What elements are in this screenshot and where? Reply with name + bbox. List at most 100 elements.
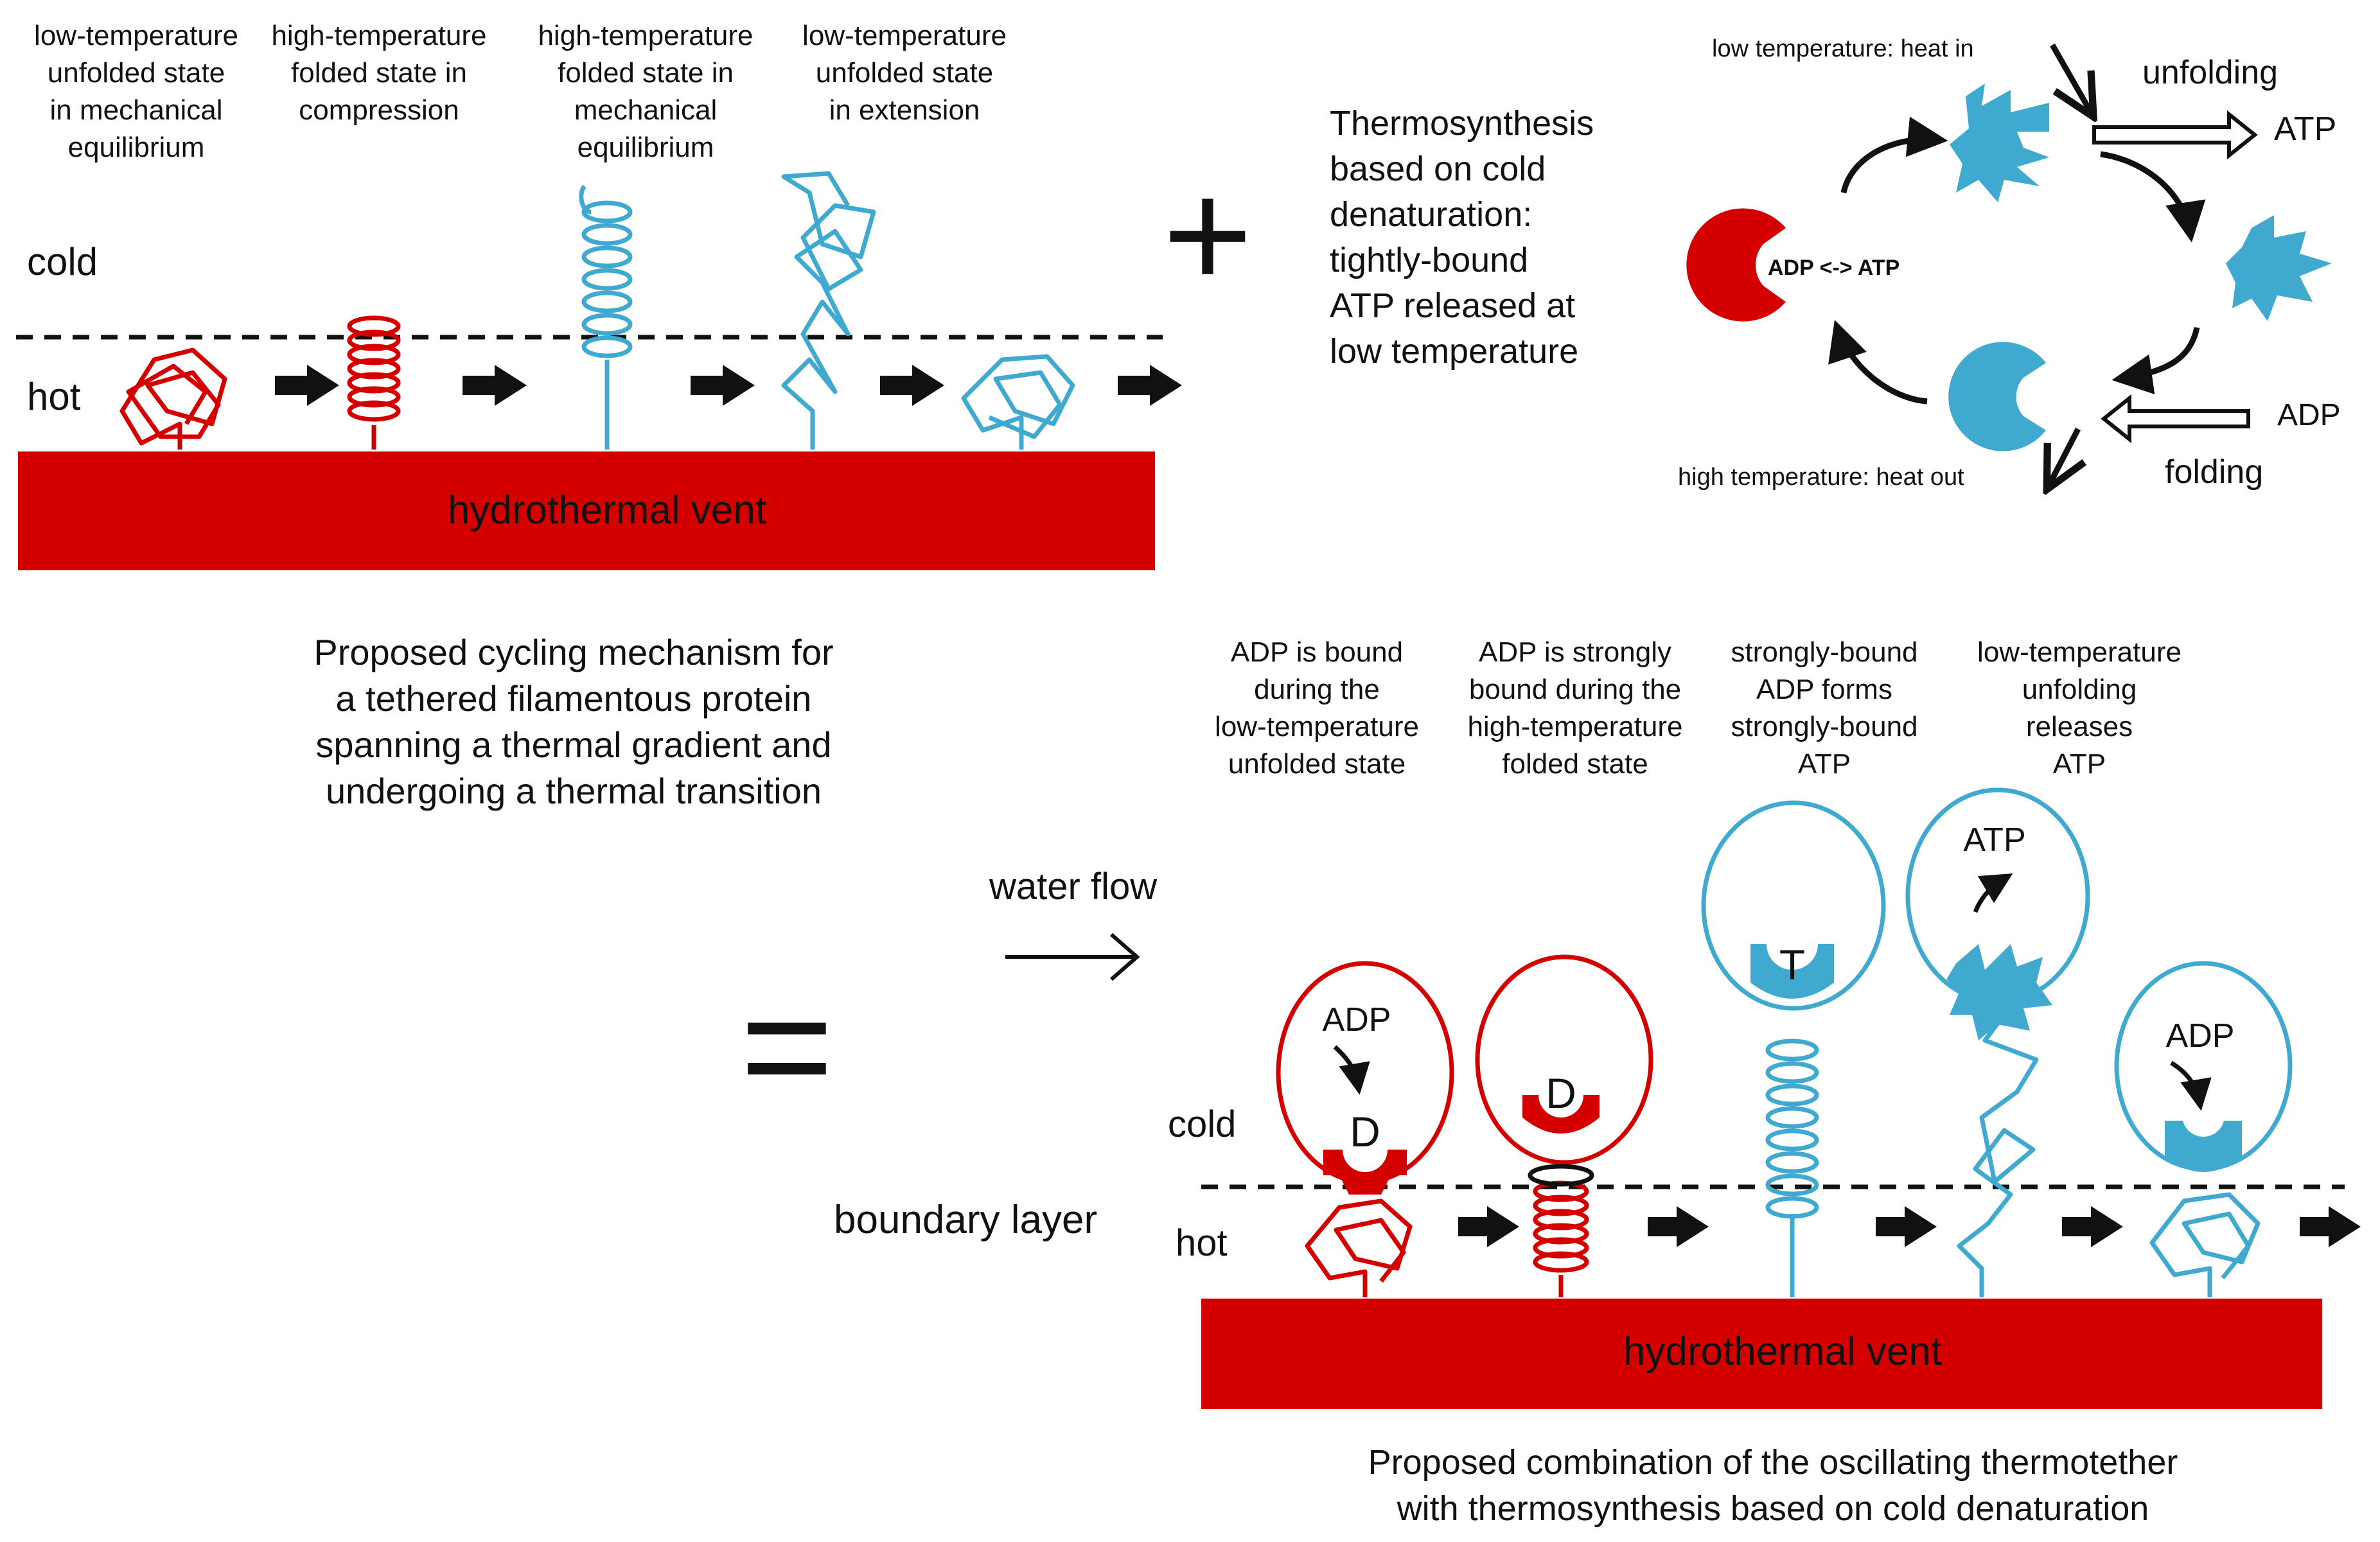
text-line: based on cold (1330, 150, 1546, 188)
unfolded-enzyme-top-icon (1950, 83, 2049, 202)
atp-release-arrow-icon (1973, 873, 2013, 913)
anchor-ring (1528, 1164, 1594, 1187)
cycle-arrow-icon (1828, 320, 1928, 405)
text-line: low temperature (1330, 332, 1578, 371)
text-line: equilibrium (68, 132, 205, 163)
text-line: mechanical (574, 94, 718, 126)
cycle-arrow-icon (1840, 116, 1948, 194)
center-label: ADP <-> ATP (1768, 256, 1900, 280)
bubble-text-adp-2: ADP (2166, 1017, 2235, 1055)
adp-label: ADP (2277, 398, 2341, 432)
extended-protein-blue (781, 171, 876, 450)
unfolded-protein-red (119, 347, 227, 450)
top-panel: low-temperature unfolded state in mechanic… (16, 20, 1253, 811)
equals-sign: = (740, 956, 834, 1135)
atp-label: ATP (2274, 110, 2336, 148)
text-line: Proposed cycling mechanism for (313, 632, 833, 672)
adp-bind-arrow-icon (2101, 394, 2250, 444)
text-line: equilibrium (577, 132, 714, 163)
text-line: unfolded state (1228, 748, 1406, 780)
text-line: ATP (1798, 748, 1851, 780)
binding-site-base (1339, 1175, 1391, 1195)
text-line: folded state in (291, 57, 467, 89)
text-line: low-temperature (802, 20, 1007, 51)
hydrothermal-vent (1201, 1299, 2322, 1409)
text-line: low-temperature (1215, 711, 1419, 742)
text-line: ADP is bound (1231, 636, 1403, 668)
text-line: a tethered filamentous protein (336, 678, 812, 719)
state-label-2: high-temperature folded state in compressi… (271, 20, 486, 126)
arrow-icon (1876, 1206, 1937, 1247)
text-line: low-temperature (1977, 636, 2182, 668)
unfolded-protein-red (1305, 1198, 1413, 1297)
text-line: compression (299, 94, 459, 126)
text-line: tightly-bound (1330, 241, 1528, 279)
bubble-2 (1475, 954, 1653, 1165)
bubble-text-d-2: D (1546, 1069, 1576, 1117)
text-line: Proposed combination of the oscillating … (1368, 1443, 2178, 1482)
water-flow-label: water flow (989, 866, 1158, 907)
adp-binding-arrow-icon (2170, 1060, 2212, 1111)
bubble-text-atp: ATP (1963, 821, 2025, 859)
text-line: ATP released at (1330, 286, 1575, 325)
arrow-icon (1118, 365, 1182, 406)
bubble-arrows (1333, 873, 2212, 1111)
text-line: high-temperature (538, 20, 753, 51)
arrow-icon (275, 365, 339, 406)
atp-release-arrow-icon (2092, 110, 2258, 160)
text-line: bound during the (1469, 674, 1681, 705)
unfolded-enzyme-icon (1946, 944, 2052, 1040)
folded-coil-blue (579, 184, 633, 450)
hot-label: hot (1176, 1222, 1228, 1264)
enzyme-red-icon (1686, 208, 1786, 322)
arrow-icon (880, 365, 944, 406)
unfolded-enzyme-right-icon (2226, 215, 2332, 321)
binding-site-blue-icon (1750, 944, 1834, 999)
text-line: folded state (1502, 748, 1648, 780)
cold-label: cold (1168, 1103, 1236, 1145)
folding-label: folding (2165, 453, 2263, 491)
hydrothermal-vent (18, 451, 1155, 570)
arrow-icon (463, 365, 527, 406)
binding-site-red-icon (1323, 1150, 1407, 1175)
text-line: high-temperature (271, 20, 486, 51)
cycle-arrow-icon (2100, 151, 2206, 243)
state-label-3: high-temperature folded state in mechanica… (538, 20, 753, 163)
text-line: during the (1254, 674, 1380, 705)
text-line: in extension (829, 94, 980, 126)
text-line: ATP (2053, 748, 2106, 780)
text-line: Thermosynthesis (1330, 104, 1594, 143)
hot-label: hot (27, 375, 81, 418)
water-flow-arrow-icon (1005, 933, 1140, 981)
unfolded-protein-blue (2149, 1192, 2261, 1297)
binding-site-blue-icon (2165, 1121, 2242, 1172)
cycle-arrow-icon (2111, 327, 2200, 395)
arrow-icon (691, 365, 755, 406)
text-line: unfolding (2022, 674, 2137, 705)
bubble-text-d-1: D (1350, 1108, 1380, 1155)
text-line: spanning a thermal gradient and (315, 724, 831, 765)
plus-sign: + (1163, 148, 1253, 320)
text-line: high-temperature (1467, 711, 1682, 742)
vent-label: hydrothermal vent (1623, 1329, 1942, 1374)
folded-coil-blue (1765, 1038, 1819, 1297)
bubble-text-t: T (1779, 941, 1805, 988)
text-line: ADP forms (1756, 674, 1892, 705)
text-line: unfolded state (48, 57, 225, 89)
top-caption: Proposed cycling mechanism for a tethered… (313, 632, 833, 811)
step-label-1: ADP is bound during the low-temperature unf… (1215, 636, 1419, 780)
cycle-arrows (1828, 43, 2206, 485)
text-line: with thermosynthesis based on cold denat… (1397, 1489, 2149, 1528)
arrow-icon (2300, 1206, 2361, 1247)
bottom-caption: Proposed combination of the oscillating … (1368, 1443, 2178, 1528)
heat-in-arrow-icon (2050, 43, 2091, 112)
low-temp-label: low temperature: heat in (1712, 35, 1974, 62)
text-line: in mechanical (49, 94, 222, 126)
unfolded-protein-blue (961, 354, 1075, 450)
text-line: folded state in (558, 57, 734, 89)
folded-enzyme-bottom-icon (1948, 342, 2046, 451)
